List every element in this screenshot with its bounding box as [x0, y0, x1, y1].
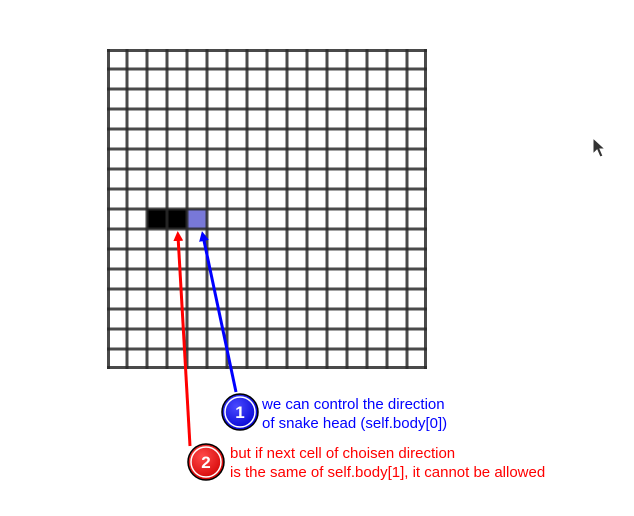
annotation-1-line-1: we can control the direction [262, 396, 445, 413]
annotation-1-line-2: of snake head (self.body[0]) [262, 415, 448, 432]
annotation-2-line-1: but if next cell of choisen direction [230, 445, 456, 462]
grid-svg [107, 49, 427, 369]
badge-1: 1 [221, 393, 259, 431]
badge-2: 2 [187, 443, 225, 481]
snake-head [187, 209, 207, 229]
snake-body-segment-1 [167, 209, 187, 229]
annotation-1-text: we can control the direction of snake he… [262, 395, 447, 433]
badge-1-number: 1 [235, 403, 244, 422]
game-board [107, 49, 427, 369]
mouse-pointer-icon [592, 137, 606, 158]
annotation-2-line-2: is the same of self.body[1], it cannot b… [230, 464, 546, 481]
annotation-2-text: but if next cell of choisen direction is… [230, 444, 545, 482]
badge-2-number: 2 [201, 453, 210, 472]
snake-body-segment-0 [147, 209, 167, 229]
